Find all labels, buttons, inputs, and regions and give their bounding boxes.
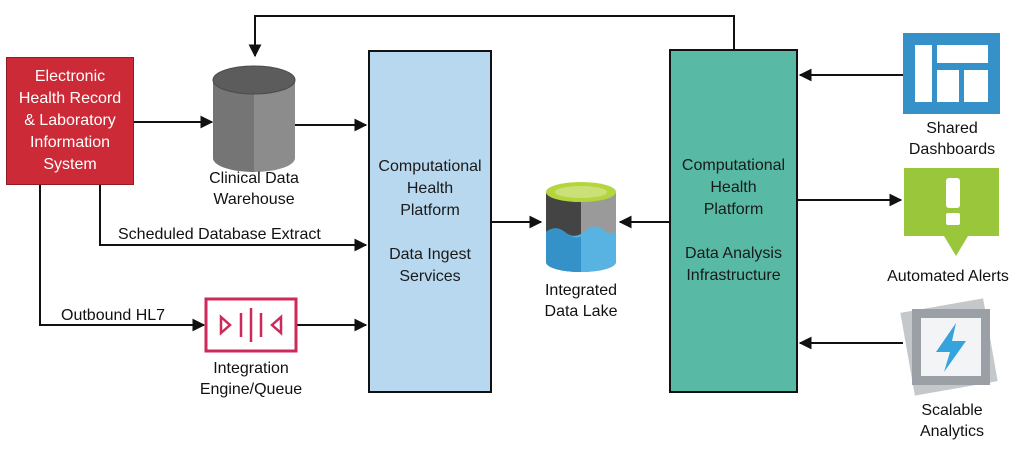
automated-alerts-label: Automated Alerts: [887, 268, 1009, 285]
ingest-platform-subtitle: Data Ingest Services: [389, 245, 471, 285]
data-lake-label: Integrated Data Lake: [544, 282, 618, 320]
data-ingest-platform-node: Computational Health Platform Data Inges…: [368, 50, 492, 393]
data-lake-icon: [546, 182, 616, 272]
dashboard-layout-icon: [903, 33, 1000, 114]
scheduled-extract-label: Scheduled Database Extract: [118, 226, 321, 243]
integration-engine-label: Integration Engine/Queue: [199, 360, 303, 398]
analysis-platform-subtitle: Data Analysis Infrastructure: [685, 245, 782, 284]
shared-dashboards-label: Shared Dashboards: [908, 120, 996, 158]
ingest-platform-title: Computational Health Platform: [378, 157, 482, 219]
lightning-bolt-icon: [900, 298, 998, 396]
arrow-scheduled-extract: [99, 185, 368, 252]
clinical-warehouse-label: Clinical Data Warehouse: [209, 170, 299, 208]
arrow-analysis-feedback: [248, 15, 735, 58]
outbound-hl7-label: Outbound HL7: [61, 307, 166, 324]
database-cylinder-icon: [212, 65, 296, 172]
data-analysis-platform-node: Computational Health Platform Data Analy…: [669, 49, 798, 393]
connectors: [39, 15, 903, 350]
ehr-lab-system-label: Electronic Health Record & Laboratory In…: [18, 68, 122, 173]
scalable-analytics-label: Scalable Analytics: [919, 402, 985, 440]
queue-icon: [204, 297, 298, 353]
ehr-lab-system-node: Electronic Health Record & Laboratory In…: [6, 57, 134, 185]
exclamation-alert-icon: [904, 168, 999, 256]
analysis-platform-title: Computational Health Platform: [681, 157, 786, 218]
arrow-outbound-hl7: [39, 185, 206, 332]
